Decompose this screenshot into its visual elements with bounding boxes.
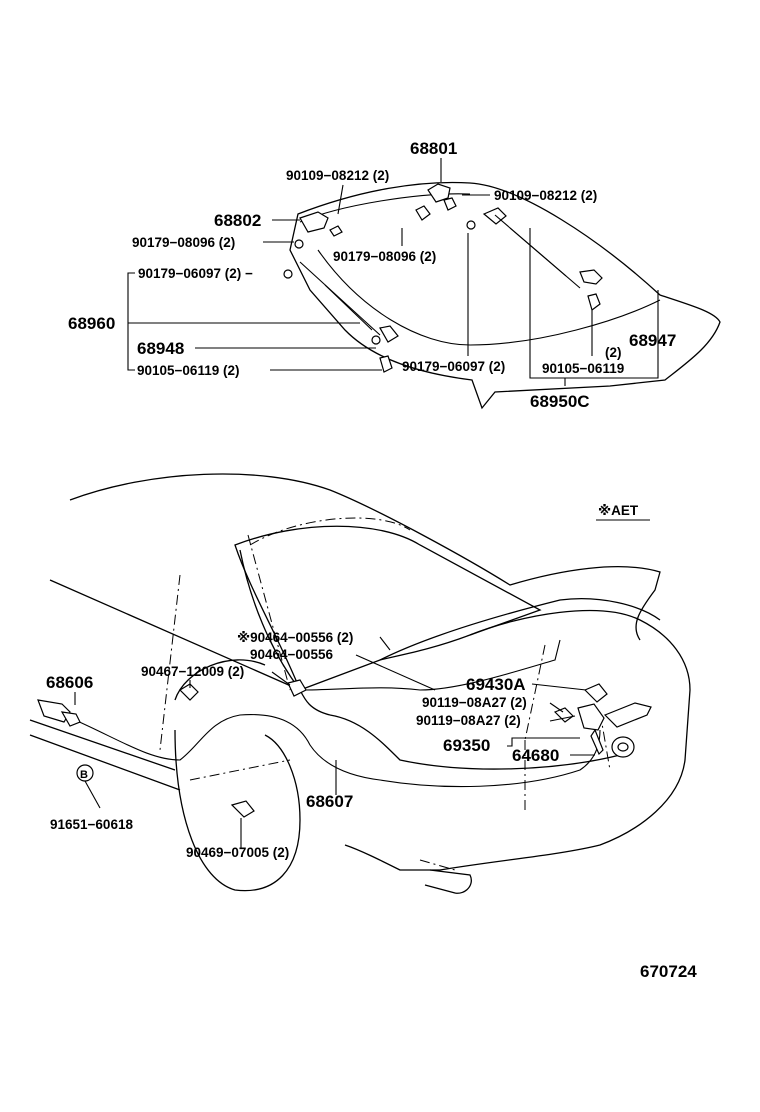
gas-stay-right	[494, 214, 581, 289]
label-90179-06097-left: 90179−06097 (2) −	[138, 266, 253, 281]
opener-cable	[74, 639, 601, 788]
label-68802: 68802	[214, 211, 261, 230]
hinge-center	[415, 183, 457, 221]
label-68948: 68948	[137, 339, 184, 358]
label-90105-06119-right: 90105−06119	[542, 361, 624, 376]
label-90179-08096-left: 90179−08096 (2)	[132, 235, 235, 250]
leader-lines-bottom	[74, 519, 650, 848]
gas-stay-left	[299, 261, 399, 373]
opener-lever	[37, 699, 81, 727]
label-90179-06097-right: 90179−06097 (2)	[402, 359, 505, 374]
label-90469-07005: 90469−07005 (2)	[186, 845, 289, 860]
label-69350: 69350	[443, 736, 490, 755]
hinge-right	[466, 207, 603, 312]
label-90464-00556-aet: ※90464−00556 (2)	[237, 630, 353, 645]
label-90109-08212-left: 90109−08212 (2)	[286, 168, 389, 183]
label-aet-note: ※AET	[598, 503, 639, 518]
label-qty-2: (2)	[605, 345, 622, 360]
lock-assembly	[553, 683, 652, 758]
label-68606: 68606	[46, 673, 93, 692]
label-90105-06119-left: 90105−06119 (2)	[137, 363, 239, 378]
label-circle-b: B	[80, 769, 88, 781]
label-91651-60618: 91651−60618	[50, 817, 133, 832]
label-90109-08212-right: 90109−08212 (2)	[494, 188, 597, 203]
label-64680: 64680	[512, 746, 559, 765]
car-body-outline	[29, 473, 691, 894]
label-68607: 68607	[306, 792, 353, 811]
label-90179-08096-center: 90179−08096 (2)	[333, 249, 436, 264]
label-90467-12009: 90467−12009 (2)	[141, 664, 244, 679]
label-68960: 68960	[68, 314, 115, 333]
label-90119-08A27-lower: 90119−08A27 (2)	[416, 713, 521, 728]
label-90464-00556: 90464−00556	[250, 647, 333, 662]
figure-code: 670724	[640, 962, 697, 981]
label-69430A: 69430A	[466, 675, 526, 694]
label-68947: 68947	[629, 331, 676, 350]
label-68950C: 68950C	[530, 392, 590, 411]
cable-clamps	[179, 679, 307, 818]
hinge-left	[283, 211, 343, 279]
label-68801: 68801	[410, 139, 457, 158]
leader-lines-top	[127, 158, 659, 386]
label-90119-08A27-upper: 90119−08A27 (2)	[422, 695, 527, 710]
